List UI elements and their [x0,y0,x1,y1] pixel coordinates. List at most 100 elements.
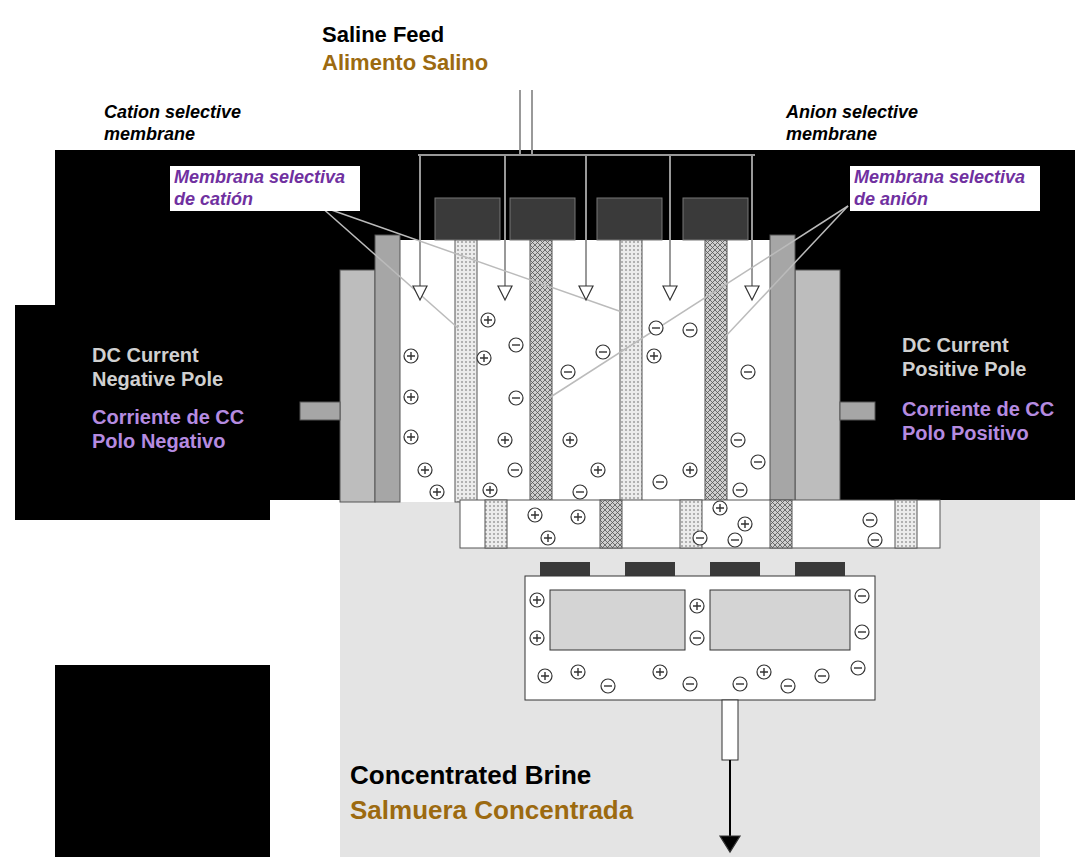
feed-pipe [519,90,521,155]
leader-line [724,206,848,338]
cation-symbol [481,313,495,327]
electrode-block [340,270,375,502]
terminal-tab [840,402,875,420]
ion-sign [599,351,607,352]
ion-circle [653,475,667,489]
leader-line [320,206,622,312]
ion-sign [594,466,602,474]
anion-symbol [815,669,829,683]
ion-sign [854,667,862,668]
ion-circle [591,463,605,477]
label-text: DC Current Positive Pole [902,333,1067,381]
ion-circle [541,531,555,545]
ion-sign [656,481,664,482]
ion-sign [604,685,612,686]
membrane-stub [485,500,507,548]
ion-sign [731,539,739,540]
cation-symbol [571,510,585,524]
ion-sign [696,537,704,538]
feed-branch [504,155,506,288]
ion-sign [407,352,415,360]
ion-circle [530,593,544,607]
illustration-shapes [15,150,1075,857]
ion-sign [574,513,582,521]
label-text: Alimento Salino [322,50,542,76]
cation-symbol [404,390,418,404]
label-text: DC Current Negative Pole [92,343,257,391]
ion-circle [498,433,512,447]
ion-sign [512,344,520,345]
outlet-flow-line [729,760,731,838]
anion-membrane [530,240,552,502]
channel-block [710,590,850,650]
ion-sign [754,461,762,462]
ion-sign [533,634,541,642]
label-text: Concentrated Brine [350,760,690,791]
lower-ground [340,500,1040,857]
ion-sign [858,631,866,632]
electrode-block [795,270,840,502]
ion-circle [738,517,752,531]
channel-cap [540,562,590,576]
cation-symbol [528,508,542,522]
ion-circle [855,589,869,603]
anion-symbol [649,321,663,335]
membrane-stub [600,500,622,548]
ion-circle [481,313,495,327]
ion-circle [728,533,742,547]
ion-sign [531,511,539,519]
ion-circle [683,677,697,691]
ion-circle [538,669,552,683]
cation-symbol [404,349,418,363]
ion-circle [653,665,667,679]
cation-symbol [430,485,444,499]
anion-symbol [573,485,587,499]
ion-sign [511,469,519,470]
ion-sign [421,466,429,474]
ion-sign [693,602,701,610]
ion-circle [483,483,497,497]
feed-branch [419,155,421,288]
ion-sign [686,329,694,330]
ion-sign [736,489,744,490]
arrowhead [498,286,512,300]
cation-symbol [757,665,771,679]
cation-symbol [683,463,697,477]
anion-symbol [731,433,745,447]
cation-symbol [571,665,585,679]
anion-symbol [601,679,615,693]
cation-symbol [713,501,727,515]
cation-symbol [653,665,667,679]
ion-sign [484,316,492,324]
ion-circle [477,351,491,365]
anion-symbol [728,533,742,547]
ion-circle [713,501,727,515]
cation-symbol [498,433,512,447]
ion-circle [508,463,522,477]
ion-sign [512,397,520,398]
ion-sign [686,683,694,684]
arrowhead [579,286,593,300]
cation-symbol [738,517,752,531]
ion-circle [418,463,432,477]
ion-circle [863,513,877,527]
ion-sign [871,539,879,540]
lower-spacer [460,500,940,548]
ion-circle [649,321,663,335]
ion-circle [563,433,577,447]
label-text: Corriente de CC Polo Negativo [92,405,264,453]
channel-cap [625,562,675,576]
ion-circle [571,665,585,679]
ion-circle [404,390,418,404]
leader-line [320,206,458,328]
ion-circle [647,349,661,363]
anion-symbol [851,661,865,675]
channel-cap [710,562,760,576]
ion-circle [693,531,707,545]
anion-symbol [855,589,869,603]
anion-symbol [508,463,522,477]
ion-sign [818,675,826,676]
ion-circle [731,433,745,447]
illustration-lines [320,90,848,838]
